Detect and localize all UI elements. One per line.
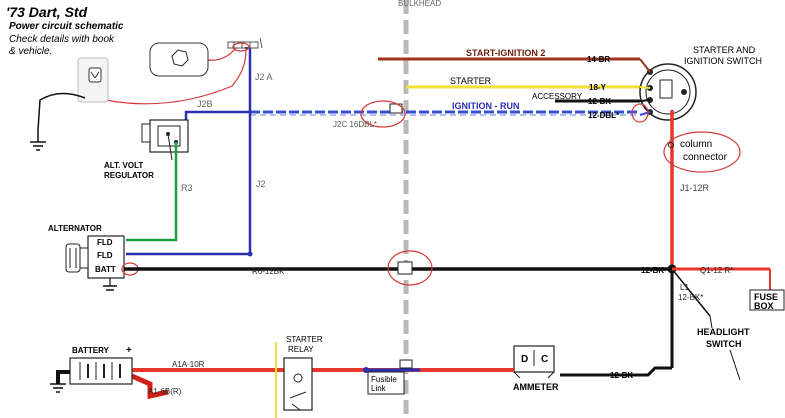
annotation-circle-j2c bbox=[360, 100, 406, 128]
label-alt-volt: ALT. VOLT bbox=[104, 161, 143, 170]
fusible-link-box bbox=[367, 371, 405, 395]
ground-symbol-alternator bbox=[103, 278, 117, 291]
label-headlight: HEADLIGHT bbox=[697, 327, 750, 337]
label-fusible: Fusible bbox=[371, 375, 397, 384]
bulkhead-connector-mid bbox=[397, 261, 413, 275]
note-line-1: Check details with book bbox=[9, 34, 115, 45]
label-r3: R3 bbox=[181, 183, 193, 193]
label-a1: A1-6B(R) bbox=[148, 387, 182, 396]
label-start-ignition-2: START-IGNITION 2 bbox=[466, 48, 545, 58]
label-ammeter-d: D bbox=[521, 354, 528, 365]
label-j2c: J2C 16DBL* bbox=[333, 120, 377, 129]
label-starter-relay-2: RELAY bbox=[288, 345, 314, 354]
label-connector: connector bbox=[683, 152, 727, 163]
wire-l1 bbox=[671, 268, 711, 317]
ammeter bbox=[513, 345, 555, 379]
key-switch-symbol bbox=[37, 57, 109, 131]
label-18y: 18-Y bbox=[589, 83, 607, 92]
label-a1a: A1A-10R bbox=[172, 360, 205, 369]
battery bbox=[69, 357, 133, 385]
label-r6: R6-12BK bbox=[252, 267, 285, 276]
label-l1: L1 bbox=[680, 283, 689, 292]
label-starter-relay-1: STARTER bbox=[286, 335, 323, 344]
fuse-box bbox=[749, 289, 785, 311]
label-link: Link bbox=[371, 384, 387, 393]
label-12bk-mid: 12-BK bbox=[641, 266, 664, 275]
diagram-subtitle: Power circuit schematic bbox=[9, 21, 124, 32]
label-q1: Q1-12 R* bbox=[700, 266, 733, 275]
label-plus: + bbox=[126, 345, 132, 356]
diagram-title: '73 Dart, Std bbox=[6, 4, 88, 20]
wire-12bk-low bbox=[560, 366, 672, 377]
bulkhead-label: BULKHEAD bbox=[398, 0, 441, 8]
label-regulator: REGULATOR bbox=[104, 171, 154, 180]
label-switch: SWITCH bbox=[706, 339, 742, 349]
label-12dbl: 12-DBL* bbox=[588, 111, 620, 120]
wire-a1-6b bbox=[130, 373, 169, 400]
voltage-regulator bbox=[141, 119, 189, 161]
label-fld1: FLD bbox=[97, 238, 113, 247]
ground-symbol-battery bbox=[50, 370, 70, 393]
label-12bk-acc: 12-BK bbox=[588, 97, 611, 106]
label-starter-and: STARTER AND bbox=[693, 45, 756, 55]
label-box: BOX bbox=[754, 301, 774, 311]
label-alternator: ALTERNATOR bbox=[48, 224, 102, 233]
label-column: column bbox=[680, 139, 713, 150]
label-accessory: ACCESSORY bbox=[532, 92, 583, 101]
label-ignition-switch: IGNITION SWITCH bbox=[684, 56, 762, 66]
annotation-circle-column bbox=[663, 131, 741, 173]
label-batt: BATT bbox=[95, 265, 116, 274]
label-fld2: FLD bbox=[97, 251, 113, 260]
annotation-circle-bulkhead bbox=[387, 250, 433, 286]
ignition-switch bbox=[639, 63, 697, 121]
wire-j2b bbox=[184, 110, 250, 127]
label-j2: J2 bbox=[256, 179, 266, 189]
lamp-symbol bbox=[149, 42, 209, 77]
label-starter-wire: STARTER bbox=[450, 76, 492, 86]
label-ignition-run: IGNITION - RUN bbox=[452, 101, 520, 111]
annotation-circle-switch bbox=[631, 103, 649, 123]
label-ammeter: AMMETER bbox=[513, 382, 559, 392]
note-line-2: & vehicle. bbox=[9, 46, 53, 57]
annotation-curve-ignition bbox=[104, 49, 247, 105]
label-j1: J1-12R bbox=[680, 183, 710, 193]
label-l1-12bk: 12-BK* bbox=[678, 293, 703, 302]
label-fuse: FUSE bbox=[754, 292, 778, 302]
alternator bbox=[65, 235, 125, 279]
bulkhead-connector-low bbox=[399, 359, 413, 369]
label-14br: 14-BR bbox=[587, 55, 610, 64]
label-j2a: J2 A bbox=[255, 72, 273, 82]
label-j2b: J2B bbox=[197, 99, 213, 109]
ground-symbol-left bbox=[30, 130, 46, 151]
label-12bk-low: 12-BK bbox=[610, 371, 633, 380]
starter-relay bbox=[283, 357, 313, 411]
label-ammeter-c: C bbox=[541, 354, 548, 365]
label-battery: BATTERY bbox=[72, 346, 110, 355]
wire-r3-green bbox=[126, 142, 178, 242]
